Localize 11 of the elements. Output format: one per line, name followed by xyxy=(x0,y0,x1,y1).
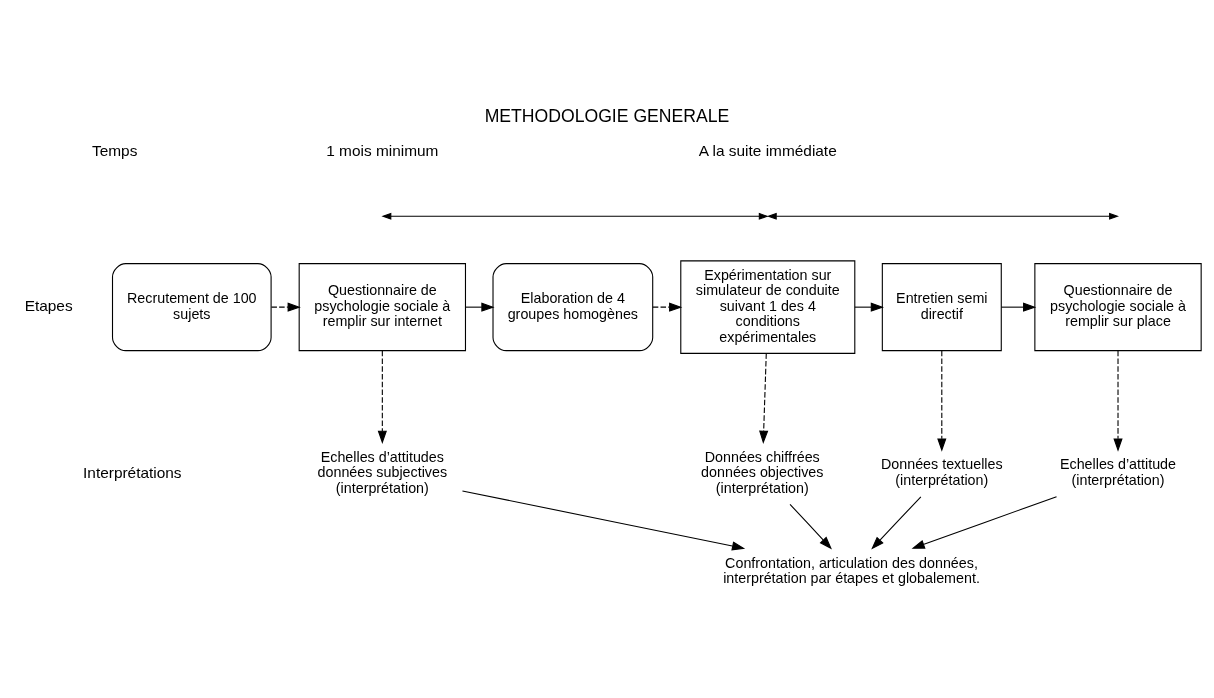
node-text: Echelles d’attitudes données subjectives (interprétation) xyxy=(317,448,448,496)
label: A la suite immédiate xyxy=(698,141,837,159)
node-text: Données textuelles (interprétation) xyxy=(881,456,1003,488)
label: 1 mois minimum xyxy=(326,141,439,159)
label: Temps xyxy=(92,141,138,159)
node-text: Echelles d’attitude (interprétation) xyxy=(1059,456,1177,488)
label: Etapes xyxy=(24,297,73,315)
node-text: Confrontation, articulation des données, interprétation par étapes et globalement. xyxy=(723,554,980,586)
diagram-title: METHODOLOGIE GENERALE xyxy=(484,105,730,126)
node-text: Données chiffrées données objectives (interprétation) xyxy=(701,448,824,496)
label: Interprétations xyxy=(83,463,182,481)
